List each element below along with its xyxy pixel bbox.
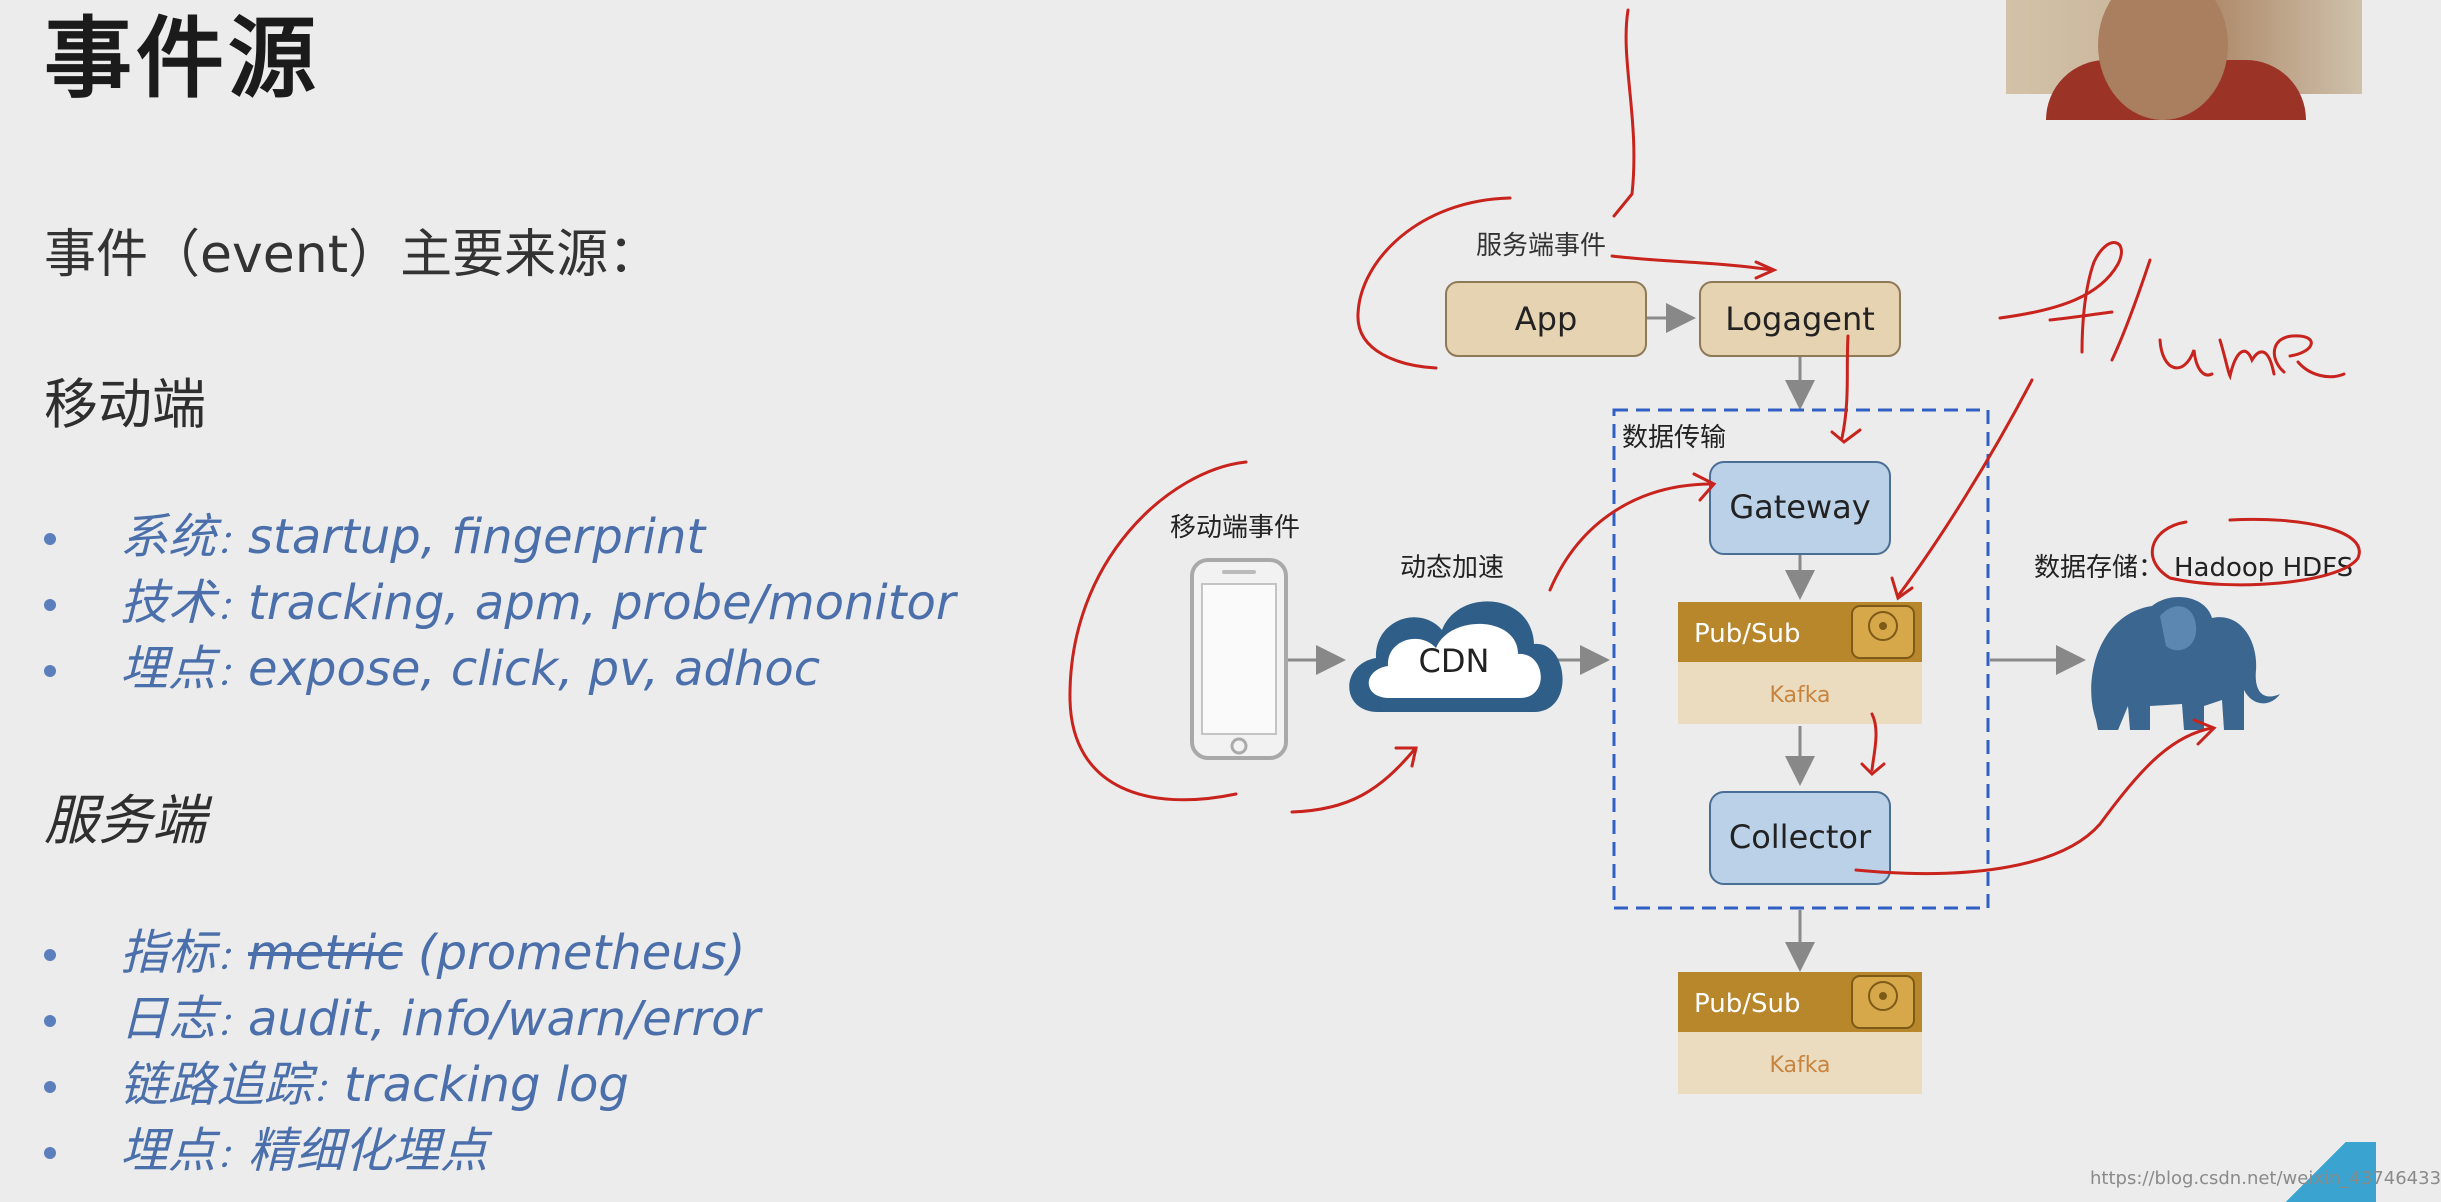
corner-accent	[2256, 1142, 2376, 1202]
cdn-label: CDN	[1419, 642, 1490, 680]
architecture-diagram: 服务端事件 App Logagent 数据传输 Gateway Pub/Sub …	[0, 0, 2361, 1094]
list-item: 指标：metric (prometheus)	[44, 920, 760, 986]
bullet-dot	[44, 949, 56, 961]
bullet-dot	[44, 533, 56, 545]
mobile-list: 系统：startup, fingerprint 技术：tracking, apm…	[44, 504, 956, 702]
transport-label: 数据传输	[1622, 423, 1726, 453]
list-item: 埋点：expose, click, pv, adhoc	[44, 636, 956, 702]
gateway-box	[1709, 461, 1891, 555]
pubsub-label-2: Pub/Sub	[1694, 989, 1800, 1019]
bullet-dot	[44, 665, 56, 677]
struck-text: metric	[248, 925, 403, 981]
collector-label: Collector	[1729, 818, 1872, 856]
kafka-label-2: Kafka	[1769, 1053, 1830, 1078]
mobile-event-label: 移动端事件	[1170, 513, 1300, 543]
disk-icon	[1851, 975, 1915, 1029]
server-event-label: 服务端事件	[1476, 231, 1606, 261]
handwritten-annotations	[1068, 8, 2361, 876]
list-item: 链路追踪：tracking log	[44, 1052, 760, 1118]
webcam-video	[2006, 0, 2362, 120]
watermark-text: https://blog.csdn.net/weixin_43746433	[2090, 1168, 2441, 1189]
presenter-face	[2098, 0, 2228, 120]
cloud-icon	[1349, 601, 1563, 712]
app-box	[1445, 281, 1647, 357]
list-item: 技术：tracking, apm, probe/monitor	[44, 570, 956, 636]
logagent-box	[1699, 281, 1901, 357]
gateway-label: Gateway	[1729, 488, 1870, 526]
handwritten-note: flume	[0, 0, 3, 1]
server-heading: 服务端	[44, 789, 206, 852]
disk-icon	[1851, 605, 1915, 659]
hadoop-elephant-icon	[2091, 596, 2280, 730]
hdfs-label: Hadoop HDFS	[2174, 553, 2353, 583]
slide-subtitle: 事件（event）主要来源：	[44, 225, 661, 285]
cdn-caption: 动态加速	[1400, 553, 1504, 583]
bullet-dot	[44, 1147, 56, 1159]
collector-box	[1709, 791, 1891, 885]
server-list: 指标：metric (prometheus) 日志：audit, info/wa…	[44, 920, 760, 1184]
list-item: 日志：audit, info/warn/error	[44, 986, 760, 1052]
gray-connectors	[1286, 303, 2086, 972]
kafka-label: Kafka	[1769, 683, 1830, 708]
bullet-dot	[44, 599, 56, 611]
slide-title: 事件源	[44, 7, 321, 110]
bullet-dot	[44, 1015, 56, 1027]
app-label: App	[1515, 300, 1578, 338]
mobile-heading: 移动端	[44, 373, 206, 436]
logagent-label: Logagent	[1725, 300, 1875, 338]
pubsub-label: Pub/Sub	[1694, 619, 1800, 649]
transport-boundary	[1612, 408, 1990, 910]
list-item: 埋点：精细化埋点	[44, 1118, 760, 1184]
list-item: 系统：startup, fingerprint	[44, 504, 956, 570]
bullet-dot	[44, 1081, 56, 1093]
pubsub-kafka-2: Pub/Sub Kafka	[1678, 972, 1922, 1094]
storage-label: 数据存储：	[2034, 553, 2164, 583]
phone-icon	[1190, 558, 1288, 760]
pubsub-kafka-1: Pub/Sub Kafka	[1678, 602, 1922, 724]
